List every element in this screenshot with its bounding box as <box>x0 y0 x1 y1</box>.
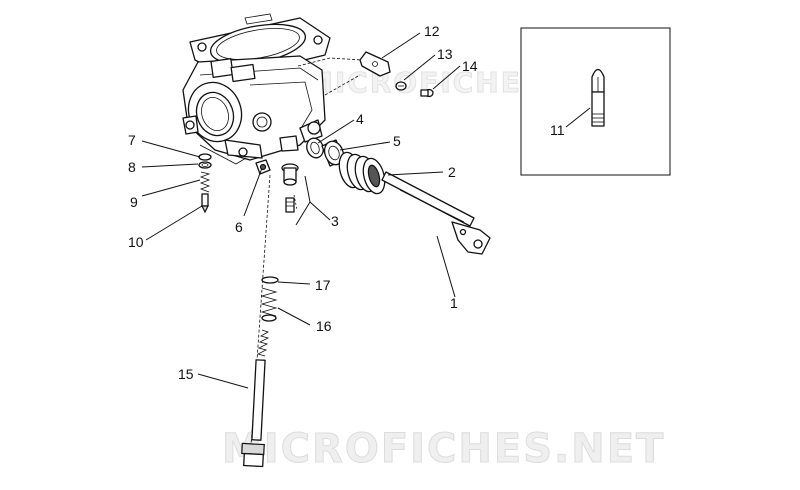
inset-frame <box>520 27 671 176</box>
callout-9: 9 <box>130 194 138 210</box>
sleeve-part-5 <box>321 139 345 167</box>
jet-assembly-part-3 <box>281 163 299 213</box>
o-ring-part-8 <box>198 161 212 169</box>
spring-part-16 <box>260 287 278 322</box>
throttle-shaft-part-1 <box>381 171 491 255</box>
callout-4: 4 <box>356 111 364 127</box>
screw-part-14 <box>420 88 434 98</box>
callout-2: 2 <box>448 164 456 180</box>
callout-15: 15 <box>178 366 194 382</box>
callout-3: 3 <box>331 213 339 229</box>
callout-5: 5 <box>393 133 401 149</box>
callout-12: 12 <box>424 23 440 39</box>
callout-1: 1 <box>450 295 458 311</box>
bracket-part-12 <box>359 51 391 77</box>
fitting-part-6 <box>255 159 271 175</box>
callout-6: 6 <box>235 219 243 235</box>
callout-13: 13 <box>437 46 453 62</box>
screw-part-13 <box>395 81 407 91</box>
watermark-bottom: MICROFICHES.NET <box>222 426 665 472</box>
spring-part-9 <box>199 171 211 193</box>
washer-part-17 <box>261 276 279 284</box>
carburetor-body <box>182 13 331 165</box>
washer-part-7 <box>198 153 212 161</box>
leader-lines <box>141 32 591 389</box>
callout-10: 10 <box>128 234 144 250</box>
callout-14: 14 <box>462 58 478 74</box>
spring-part-2 <box>338 151 386 195</box>
jet-needle-part-11 <box>591 68 605 127</box>
callout-7: 7 <box>128 132 136 148</box>
callout-11: 11 <box>550 122 565 138</box>
callout-17: 17 <box>315 277 331 293</box>
adjusting-screw-part-15 <box>241 329 270 468</box>
callout-16: 16 <box>316 318 332 334</box>
callout-8: 8 <box>128 159 136 175</box>
screw-part-10 <box>201 193 209 214</box>
